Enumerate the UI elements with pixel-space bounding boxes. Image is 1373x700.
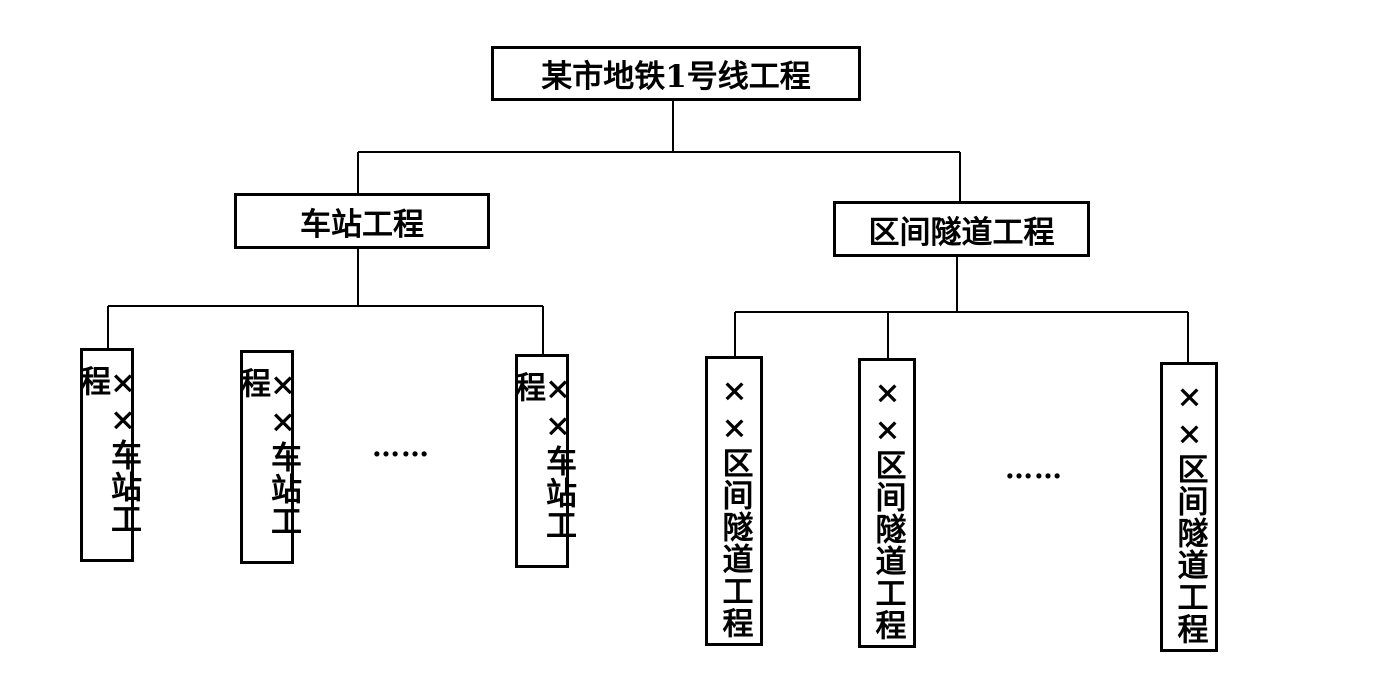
tunnel-child-node: ××区间隧道工程 [858,358,916,648]
tunnel-child-label: ××区间隧道工程 [869,375,906,641]
tunnel-ellipsis: …… [1005,452,1063,485]
root-node-label: 某市地铁1号线工程 [541,59,811,95]
station-child-label: ××车站工程 [234,367,301,537]
tunnel-child-label: ××区间隧道工程 [716,373,753,639]
root-node: 某市地铁1号线工程 [491,46,861,101]
tunnel-branch-label: 区间隧道工程 [868,214,1055,251]
station-ellipsis: …… [372,430,430,463]
station-child-label: ××车站工程 [74,365,141,535]
station-child-node: ××车站工程 [234,350,301,564]
station-branch-label: 车站工程 [300,206,424,243]
tunnel-child-node: ××区间隧道工程 [1160,362,1218,652]
station-branch-node: 车站工程 [234,193,490,249]
station-child-node: ××车站工程 [509,354,576,568]
tunnel-branch-node: 区间隧道工程 [833,201,1090,257]
station-child-label: ××车站工程 [509,371,576,541]
tunnel-child-node: ××区间隧道工程 [705,356,763,646]
station-child-node: ××车站工程 [74,348,141,562]
tunnel-child-label: ××区间隧道工程 [1171,379,1208,645]
